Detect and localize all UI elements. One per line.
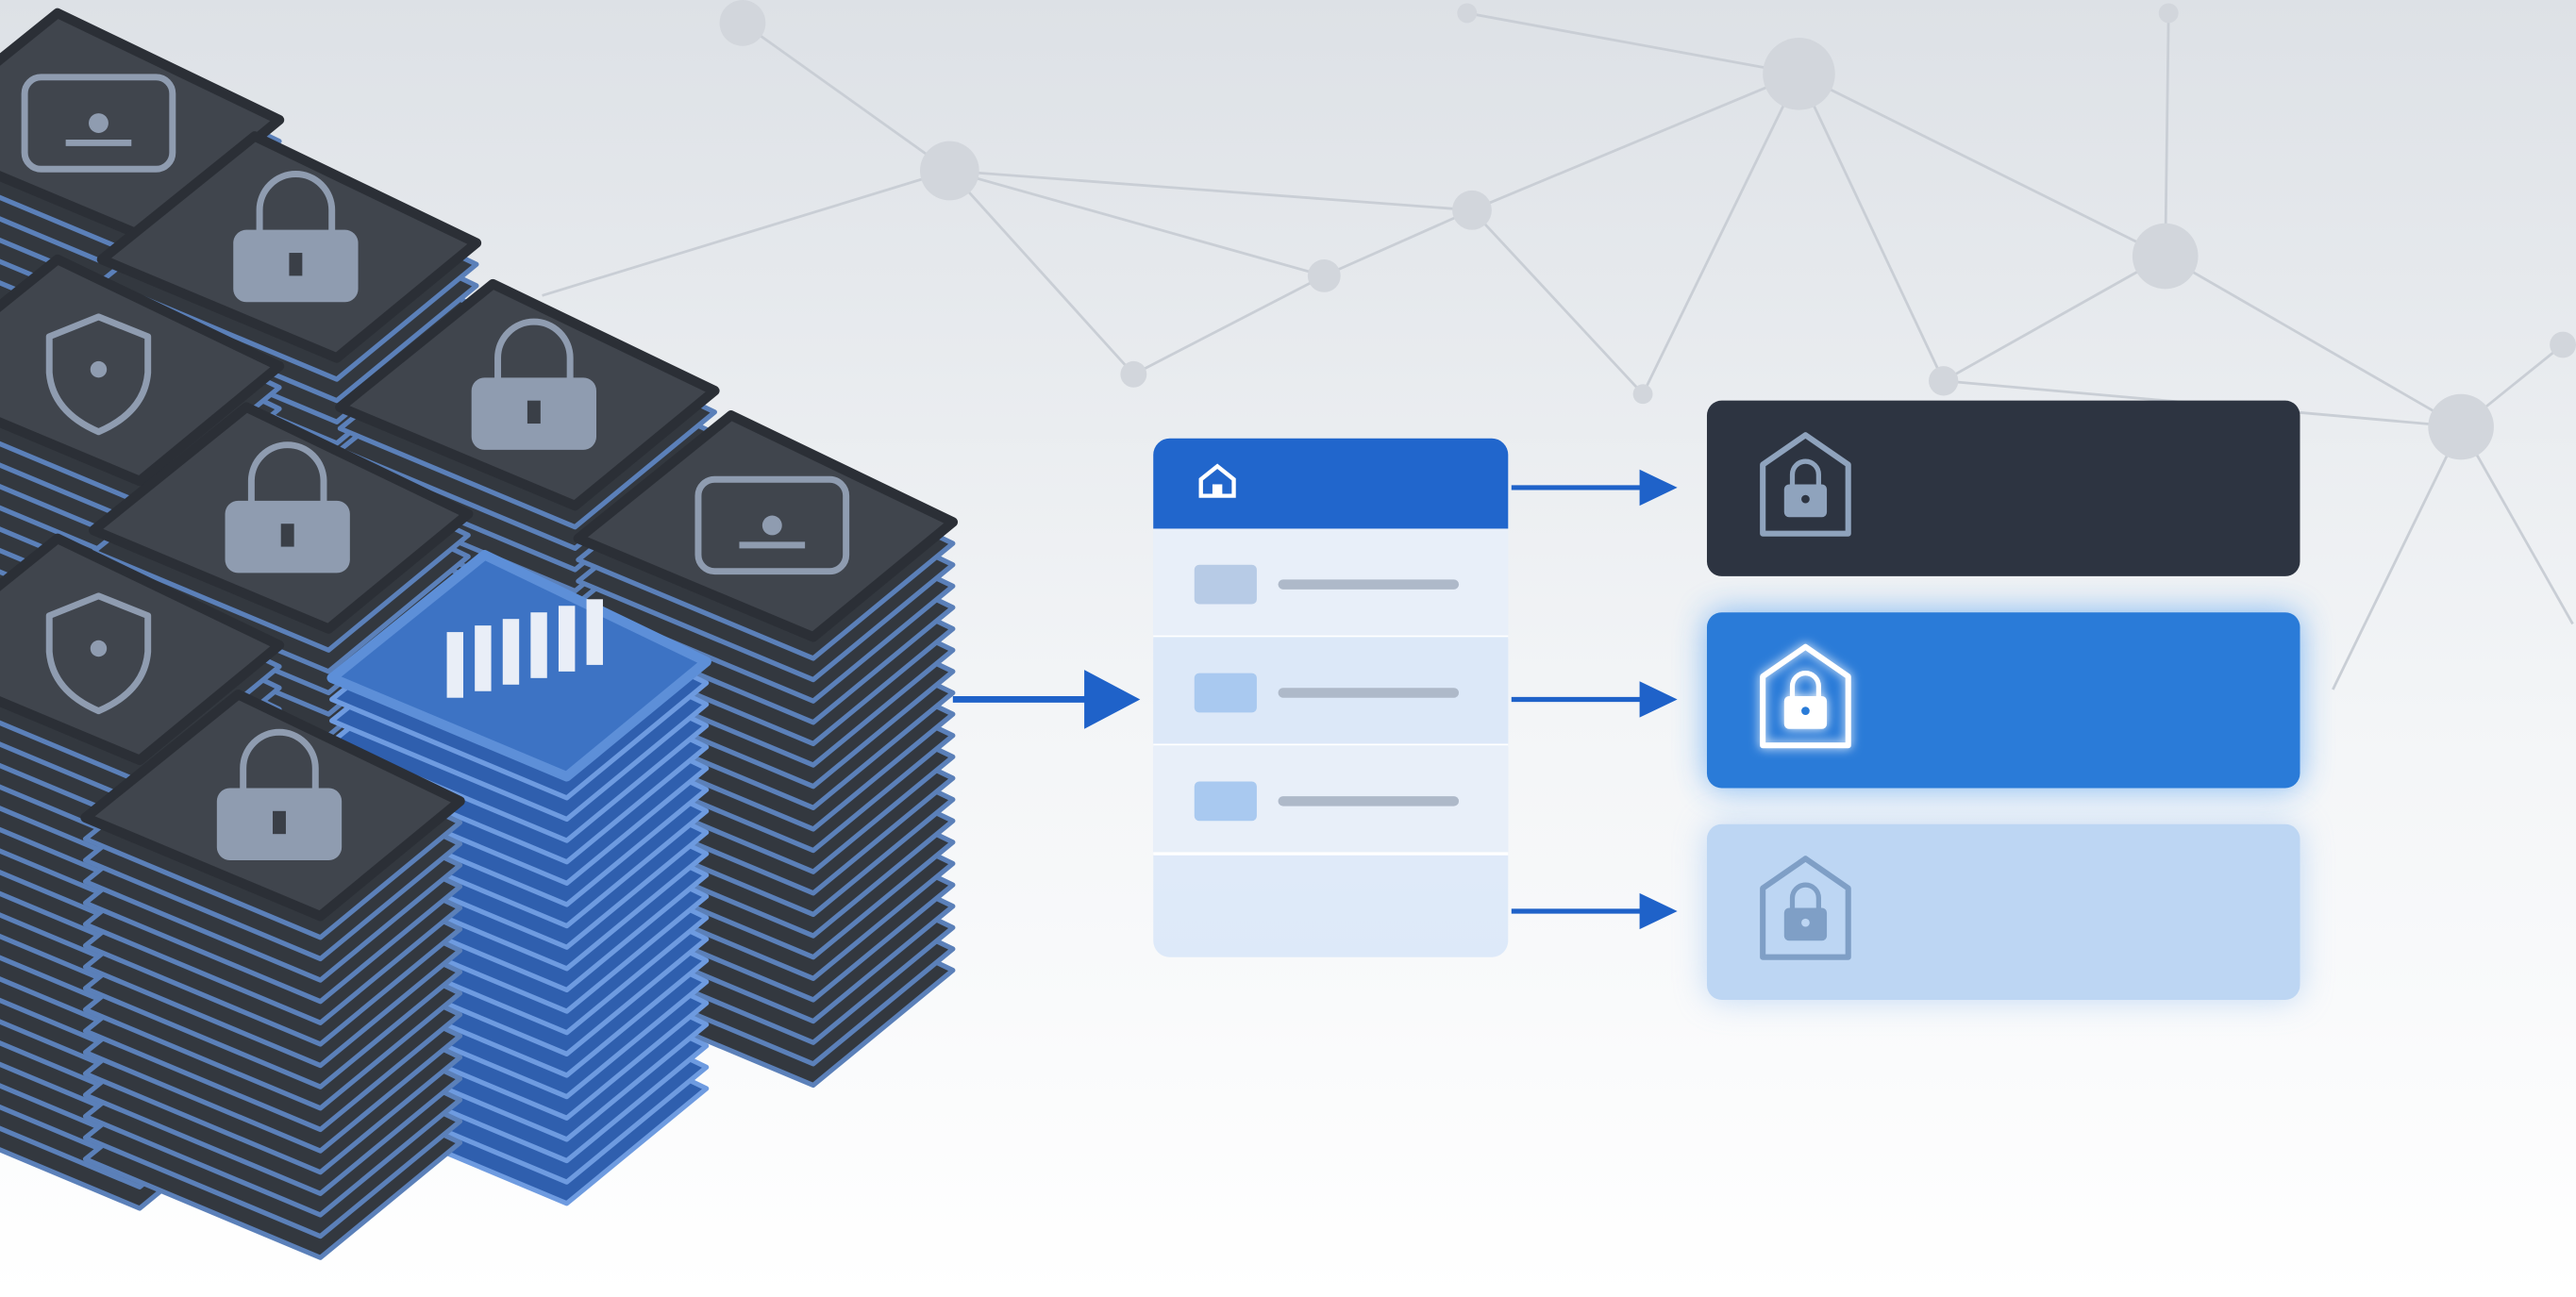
lock-icon (471, 318, 597, 450)
network-link (2332, 425, 2463, 690)
network-node (1120, 360, 1147, 388)
network-background (542, 0, 2576, 690)
list-row (1153, 745, 1509, 856)
network-node (1457, 3, 1478, 24)
shield-lock-icon (1760, 856, 1851, 960)
network-node (1307, 259, 1341, 292)
network-node (2428, 393, 2494, 460)
secure-card (1511, 823, 2300, 1000)
lock-icon (216, 728, 343, 861)
secure-card (1511, 612, 2300, 789)
stack-top (0, 533, 285, 766)
network-node (2158, 3, 2179, 24)
row-text-line (1278, 796, 1460, 806)
secure-cards (1511, 400, 2300, 1000)
arrow-to-panel (952, 670, 1141, 729)
data-stack (326, 550, 711, 1206)
network-link (948, 170, 1135, 375)
list-panel (1153, 438, 1509, 957)
network-link (1323, 208, 1473, 277)
row-thumbnail (1194, 673, 1257, 713)
row-text-line (1278, 579, 1460, 590)
shield-lock-icon (1760, 432, 1851, 537)
list-row (1153, 528, 1509, 640)
stack-top (0, 8, 285, 241)
network-link (1798, 73, 1945, 382)
panel-header (1153, 438, 1509, 529)
device-icon (21, 74, 176, 173)
network-node (1452, 190, 1492, 230)
barcode-icon (446, 599, 603, 698)
network-node (1763, 38, 1835, 110)
network-node (920, 141, 979, 201)
row-thumbnail (1194, 781, 1257, 822)
shield-icon (45, 313, 152, 436)
network-link (1798, 73, 2166, 258)
row-thumbnail (1194, 564, 1257, 605)
network-link (949, 169, 1473, 212)
secure-card (1511, 400, 2300, 576)
row-text-line (1278, 688, 1460, 698)
card-body (1706, 823, 2300, 1000)
network-link (2164, 12, 2170, 257)
network-node (1929, 366, 1959, 396)
network-link (742, 22, 951, 173)
card-body (1706, 400, 2300, 576)
arrow-head (1639, 681, 1678, 718)
network-node (1632, 384, 1653, 405)
network-link (948, 169, 1325, 277)
network-link (1466, 11, 1799, 75)
shield-icon (45, 592, 152, 715)
device-icon (694, 475, 850, 575)
lock-icon (225, 441, 350, 574)
list-row (1153, 637, 1509, 747)
network-link (2165, 255, 2462, 428)
network-link (1641, 73, 1800, 395)
data-stack (80, 690, 465, 1260)
network-link (1943, 255, 2166, 383)
network-node (2132, 223, 2199, 290)
network-link (1470, 208, 1645, 395)
arrow-head (1639, 892, 1678, 930)
network-link (1471, 73, 1800, 212)
network-link (542, 169, 950, 297)
home-icon (1198, 463, 1236, 498)
card-body (1706, 612, 2300, 789)
shield-lock-icon (1760, 643, 1851, 749)
network-link (1132, 274, 1325, 376)
network-link (2459, 425, 2574, 625)
arrow-head (1639, 469, 1678, 507)
data-stacks (0, 8, 959, 1260)
stack-top (0, 254, 285, 487)
lock-icon (233, 171, 359, 303)
network-node (719, 0, 766, 46)
network-node (2550, 331, 2576, 358)
